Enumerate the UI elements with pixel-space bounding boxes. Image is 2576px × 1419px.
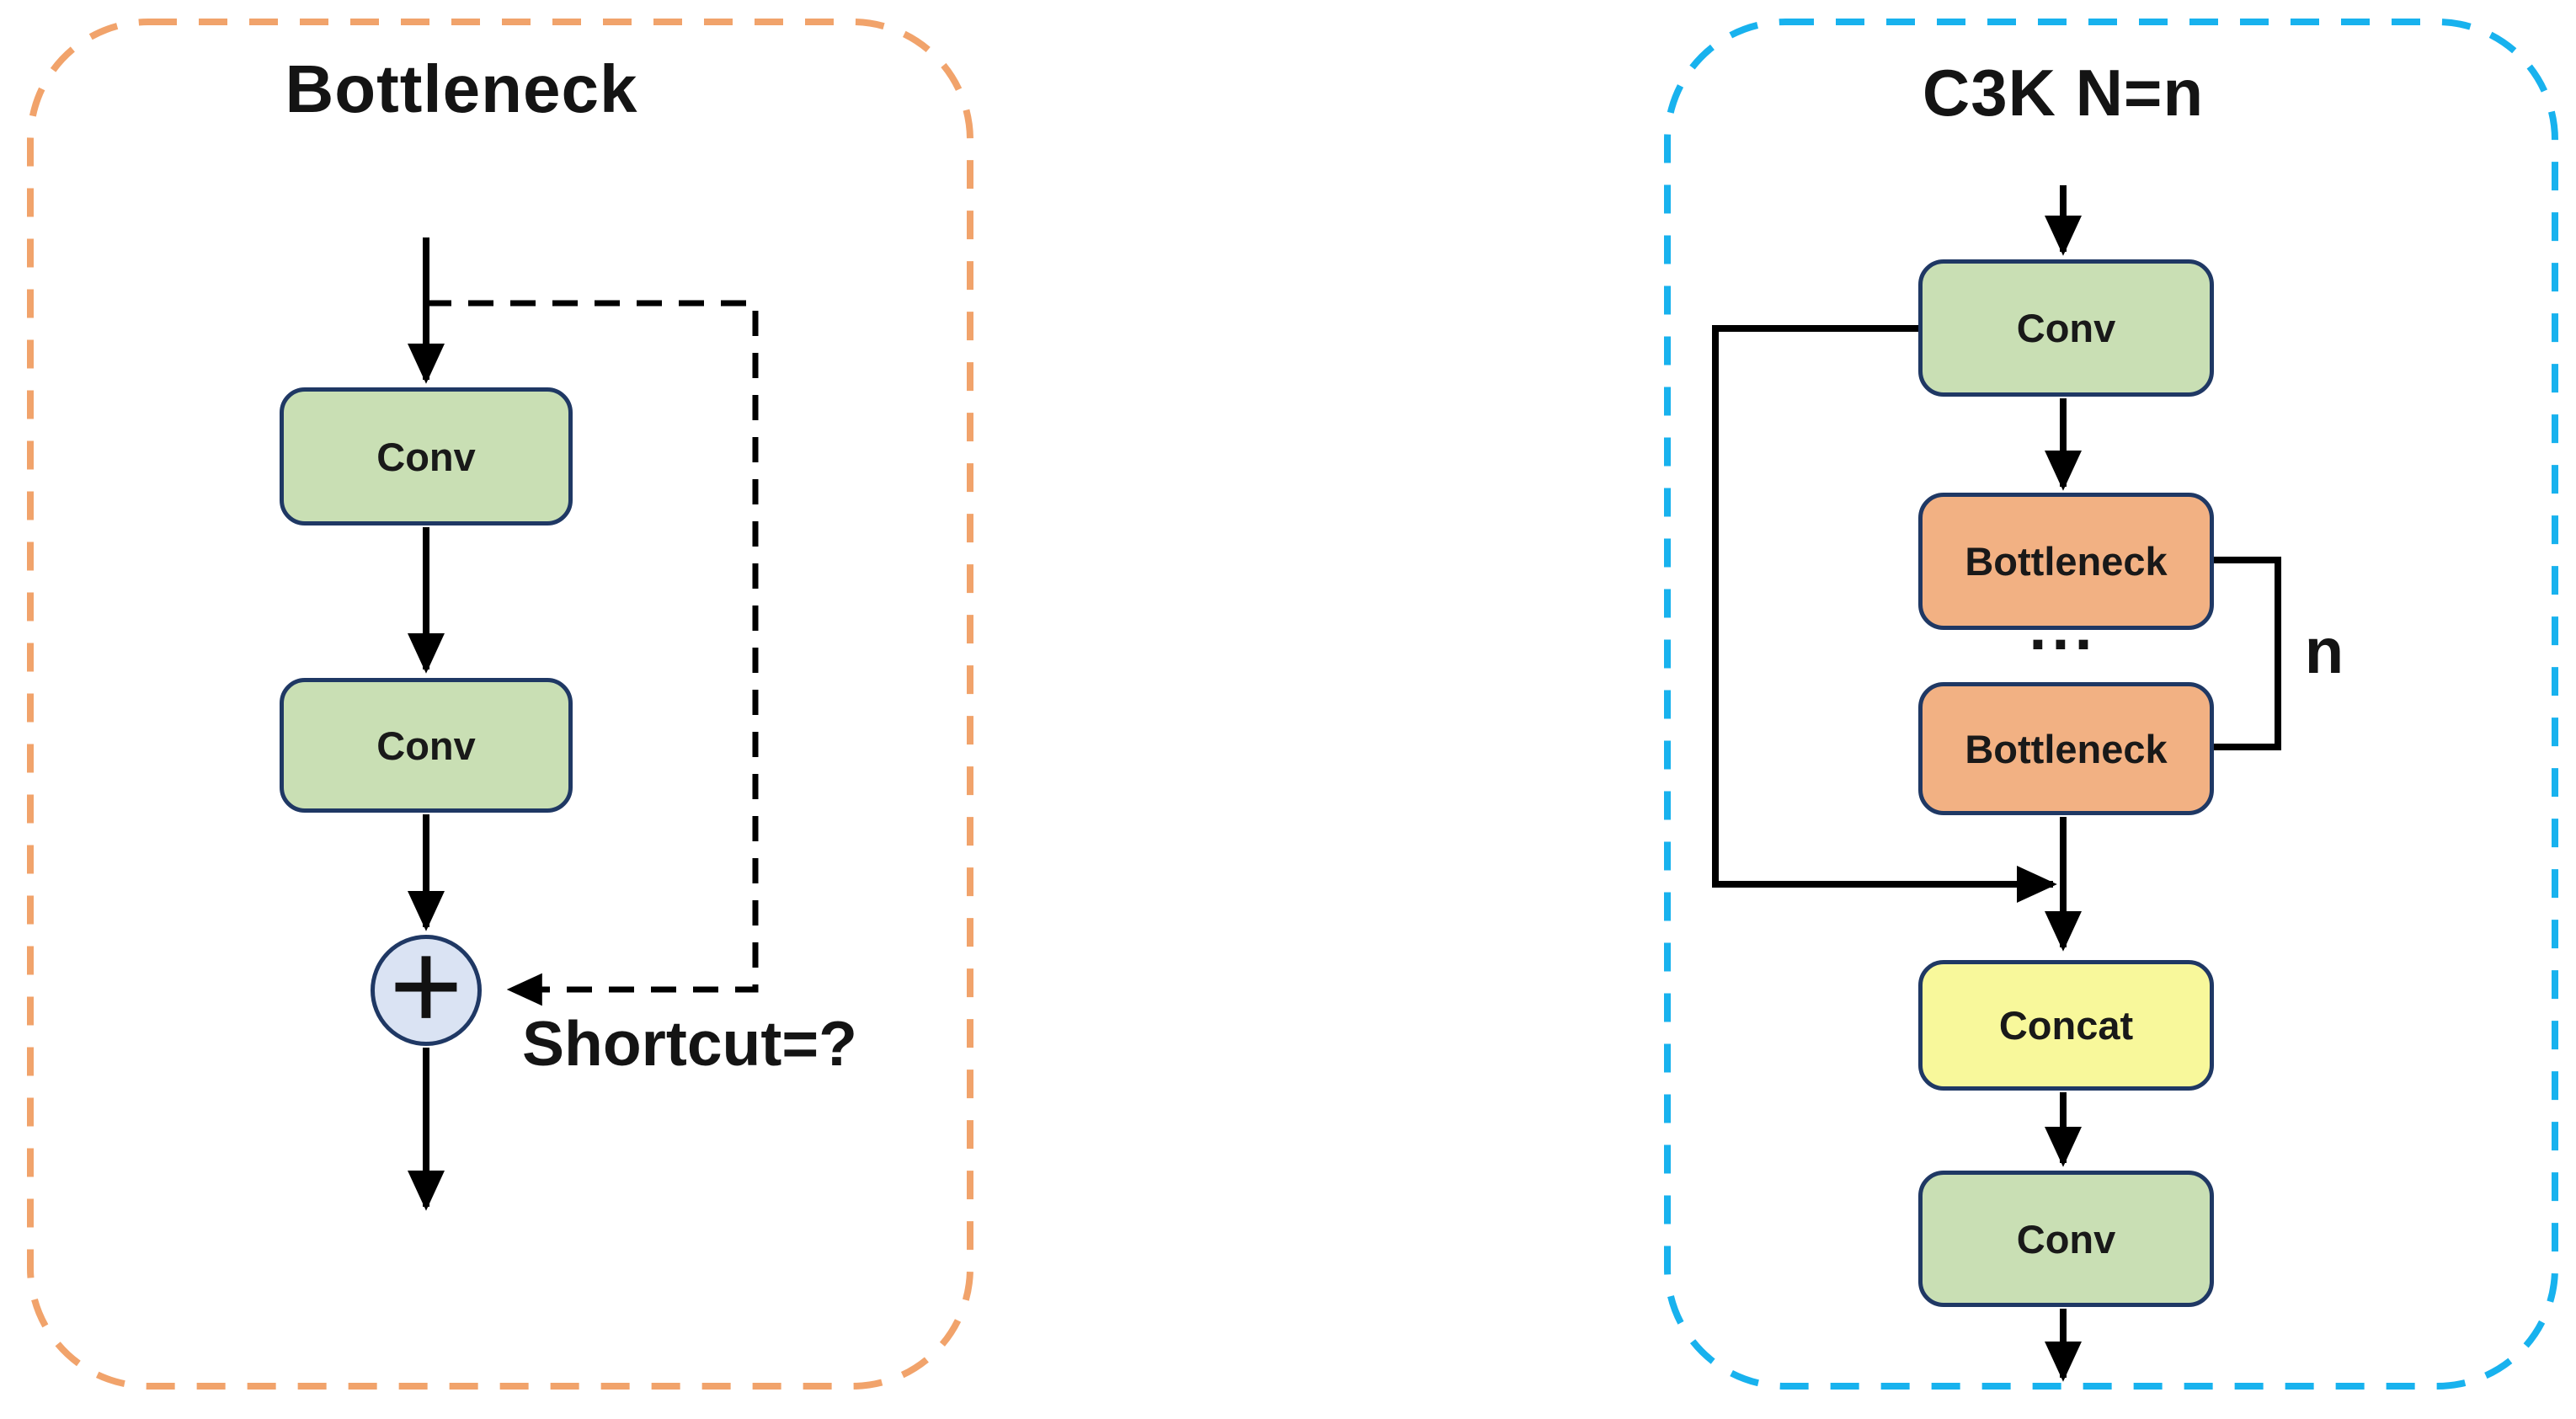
bottleneck-panel-title: Bottleneck bbox=[285, 51, 638, 126]
repeat-count-label: n bbox=[2304, 615, 2344, 687]
right-bottleneck2-box: Bottleneck bbox=[1918, 682, 2214, 815]
left-conv2-box: Conv bbox=[280, 678, 573, 813]
right-bottleneck1-box: Bottleneck bbox=[1918, 493, 2214, 630]
bottleneck-panel-border bbox=[27, 19, 973, 1390]
sum-node: + bbox=[371, 922, 482, 1048]
right-bypass-arrow bbox=[1712, 325, 2057, 904]
left-shortcut-dashed-arrow bbox=[426, 300, 759, 1006]
right-concat-box: Concat bbox=[1918, 960, 2214, 1091]
repeat-bracket bbox=[2214, 557, 2281, 750]
repeat-ellipsis: ... bbox=[2029, 592, 2098, 664]
c3k-panel-border bbox=[1664, 19, 2558, 1390]
shortcut-label: Shortcut=? bbox=[522, 1008, 857, 1079]
plus-icon: + bbox=[389, 915, 463, 1056]
right-conv-out-box: Conv bbox=[1918, 1171, 2214, 1307]
left-conv1-box: Conv bbox=[280, 387, 573, 525]
right-conv-in-box: Conv bbox=[1918, 259, 2214, 397]
c3k-panel-title: C3K N=n bbox=[1922, 56, 2205, 130]
